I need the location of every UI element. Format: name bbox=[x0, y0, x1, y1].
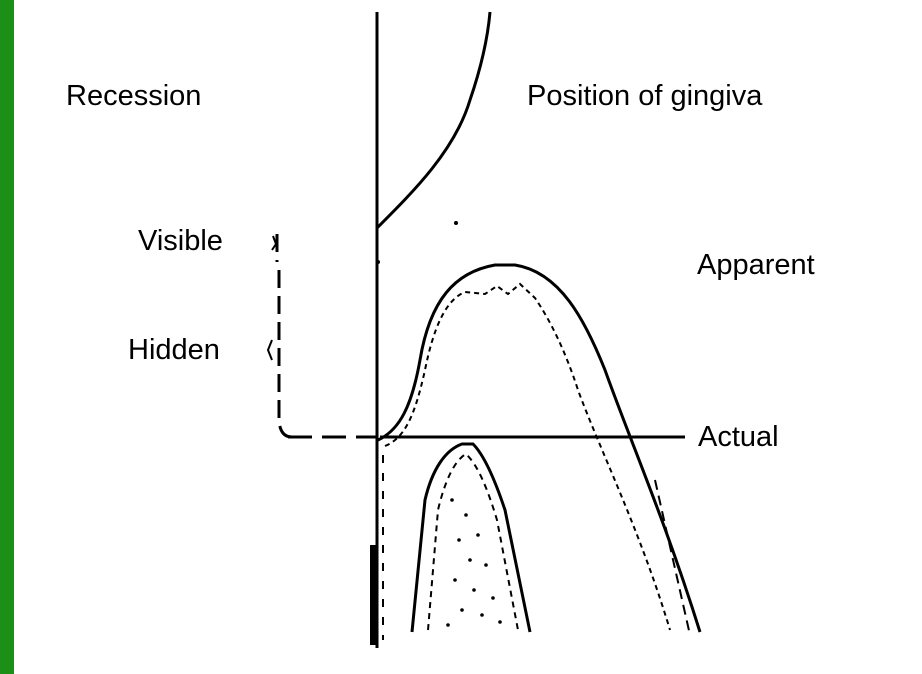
dot-marker bbox=[376, 260, 380, 264]
visible-hidden-bracket bbox=[277, 234, 292, 437]
lower-dashed-tail bbox=[655, 480, 690, 635]
visible-brace bbox=[272, 236, 276, 250]
position-of-gingiva-label: Position of gingiva bbox=[527, 82, 762, 111]
hidden-label: Hidden bbox=[128, 336, 220, 365]
hidden-brace bbox=[268, 340, 272, 360]
bone-stipple bbox=[446, 498, 502, 627]
tooth-surface-thick-segment bbox=[370, 545, 376, 645]
actual-label: Actual bbox=[698, 423, 779, 452]
bone-crest-inner-dashed bbox=[428, 454, 518, 630]
visible-label: Visible bbox=[138, 227, 223, 256]
recession-label: Recession bbox=[66, 82, 201, 111]
apparent-label: Apparent bbox=[697, 251, 815, 280]
dot-marker bbox=[454, 221, 458, 225]
upper-contour-curve bbox=[377, 12, 490, 228]
inner-gingiva-dotted-outline bbox=[385, 284, 670, 630]
